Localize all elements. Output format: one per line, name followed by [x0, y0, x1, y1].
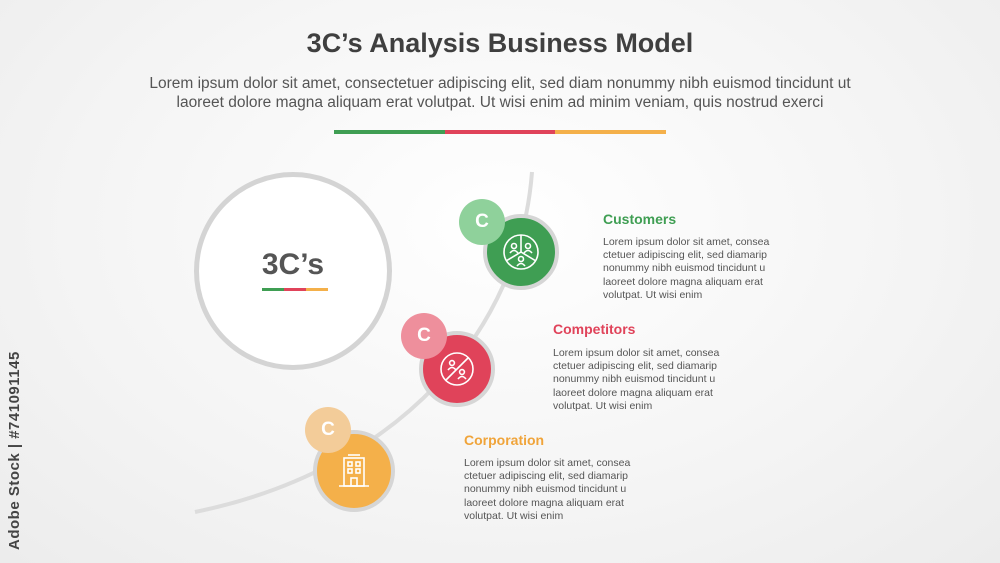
subtitle-line: laoreet dolore magna aliquam erat volutp… [176, 94, 824, 111]
corporation-node [313, 430, 395, 512]
customers-badge: C [459, 199, 505, 245]
center-label: 3C’s [261, 248, 325, 281]
subtitle-line: Lorem ipsum dolor sit amet, consectetuer… [149, 75, 851, 92]
corporation-title: Corporation [464, 432, 545, 448]
corporation-badge: C [305, 407, 351, 453]
competitors-badge: C [401, 313, 447, 359]
competitors-title: Competitors [553, 321, 636, 337]
page-subtitle: Lorem ipsum dolor sit amet, consectetuer… [60, 74, 940, 112]
center-underline [262, 288, 328, 291]
title-divider [334, 130, 667, 134]
stock-watermark: Adobe Stock | #741091145 [6, 330, 30, 550]
center-circle [194, 172, 392, 370]
customers-group-icon [503, 234, 539, 270]
watermark-text: Adobe Stock | #741091145 [6, 351, 23, 550]
no-competitors-icon [440, 352, 474, 386]
page-title: 3C’s Analysis Business Model [306, 28, 694, 58]
building-icon [339, 454, 369, 487]
divider-green [334, 130, 445, 134]
divider-red [444, 130, 556, 134]
divider-orange [555, 130, 667, 134]
customers-title: Customers [603, 211, 677, 227]
